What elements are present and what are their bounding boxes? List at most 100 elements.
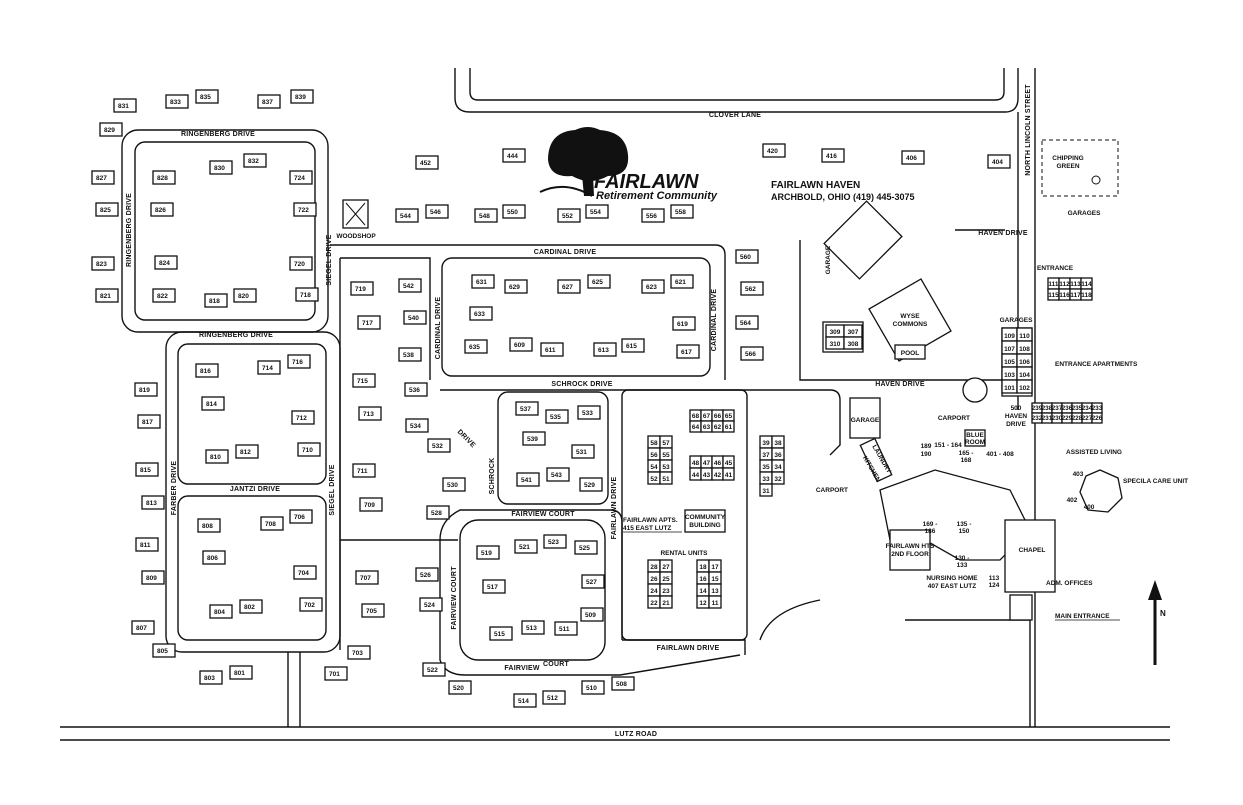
apt-47[interactable]: 47 xyxy=(700,455,713,469)
house-621[interactable]: 621 xyxy=(670,274,694,289)
house-537[interactable]: 537 xyxy=(515,401,539,416)
house-611[interactable]: 611 xyxy=(540,342,564,357)
house-814[interactable]: 814 xyxy=(201,396,225,411)
house-706[interactable]: 706 xyxy=(289,509,313,524)
house-615[interactable]: 615 xyxy=(621,338,645,353)
apt-51[interactable]: 51 xyxy=(659,471,673,485)
house-510[interactable]: 510 xyxy=(581,680,605,695)
house-613[interactable]: 613 xyxy=(593,342,617,357)
house-538[interactable]: 538 xyxy=(398,347,422,362)
house-523[interactable]: 523 xyxy=(543,534,567,549)
entrance-apt-110[interactable]: 110 xyxy=(1016,327,1033,342)
entrance-apt-103[interactable]: 103 xyxy=(1001,366,1018,381)
house-720[interactable]: 720 xyxy=(289,256,313,271)
apt-57[interactable]: 57 xyxy=(659,435,673,449)
house-533[interactable]: 533 xyxy=(577,405,601,420)
house-804[interactable]: 804 xyxy=(209,604,233,619)
house-540[interactable]: 540 xyxy=(403,310,427,325)
house-719[interactable]: 719 xyxy=(350,281,374,296)
apt-56[interactable]: 56 xyxy=(647,447,661,461)
house-823[interactable]: 823 xyxy=(91,256,115,271)
house-802[interactable]: 802 xyxy=(239,599,263,614)
house-815[interactable]: 815 xyxy=(135,462,159,477)
house-522[interactable]: 522 xyxy=(422,662,446,677)
house-530[interactable]: 530 xyxy=(442,477,466,492)
house-705[interactable]: 705 xyxy=(361,603,385,618)
house-544[interactable]: 544 xyxy=(395,208,419,223)
apt-36[interactable]: 36 xyxy=(771,447,785,461)
entrance-apt-106[interactable]: 106 xyxy=(1016,353,1033,368)
entrance-apt-108[interactable]: 108 xyxy=(1016,340,1033,355)
house-813[interactable]: 813 xyxy=(141,495,165,510)
entrance-apt-101[interactable]: 101 xyxy=(1001,379,1018,394)
house-633[interactable]: 633 xyxy=(469,306,493,321)
apt-39[interactable]: 39 xyxy=(759,435,773,449)
house-541[interactable]: 541 xyxy=(516,472,540,487)
house-564[interactable]: 564 xyxy=(735,315,759,330)
rental-11[interactable]: 11 xyxy=(708,595,722,609)
house-832[interactable]: 832 xyxy=(243,153,267,168)
house-716[interactable]: 716 xyxy=(287,354,311,369)
apt-35[interactable]: 35 xyxy=(759,459,773,473)
apt-65[interactable]: 65 xyxy=(722,409,735,422)
garage-unit-113[interactable]: 113 xyxy=(1069,277,1082,290)
house-509[interactable]: 509 xyxy=(580,607,604,622)
house-609[interactable]: 609 xyxy=(509,337,533,352)
house-623[interactable]: 623 xyxy=(641,279,665,294)
house-444[interactable]: 444 xyxy=(502,148,526,163)
house-542[interactable]: 542 xyxy=(398,278,422,293)
garage-unit-111[interactable]: 111 xyxy=(1047,277,1060,290)
house-822[interactable]: 822 xyxy=(152,288,176,303)
house-807[interactable]: 807 xyxy=(131,620,155,635)
apt-43[interactable]: 43 xyxy=(700,467,713,481)
pool[interactable] xyxy=(894,344,926,360)
rental-14[interactable]: 14 xyxy=(696,583,710,597)
apt-38[interactable]: 38 xyxy=(771,435,785,449)
house-803[interactable]: 803 xyxy=(199,670,223,685)
house-536[interactable]: 536 xyxy=(404,382,428,397)
house-631[interactable]: 631 xyxy=(471,274,495,289)
apt-66[interactable]: 66 xyxy=(711,409,724,422)
house-524[interactable]: 524 xyxy=(419,597,443,612)
apt-64[interactable]: 64 xyxy=(689,420,702,433)
rental-21[interactable]: 21 xyxy=(659,595,673,609)
house-619[interactable]: 619 xyxy=(672,316,696,331)
house-625[interactable]: 625 xyxy=(587,274,611,289)
house-514[interactable]: 514 xyxy=(513,693,537,708)
house-829[interactable]: 829 xyxy=(99,122,123,137)
house-617[interactable]: 617 xyxy=(676,344,700,359)
house-835[interactable]: 835 xyxy=(195,89,219,104)
main-entrance-canopy[interactable] xyxy=(1009,594,1033,621)
apt-32[interactable]: 32 xyxy=(771,471,785,485)
house-416[interactable]: 416 xyxy=(821,148,845,163)
garage-unit-117[interactable]: 117 xyxy=(1069,288,1082,301)
apt-37[interactable]: 37 xyxy=(759,447,773,461)
house-548[interactable]: 548 xyxy=(474,208,498,223)
apt-55[interactable]: 55 xyxy=(659,447,673,461)
house-809[interactable]: 809 xyxy=(141,570,165,585)
fairlawn-heights[interactable] xyxy=(889,529,931,571)
apt-41[interactable]: 41 xyxy=(722,467,735,481)
rental-17[interactable]: 17 xyxy=(708,559,722,573)
apt-53[interactable]: 53 xyxy=(659,459,673,473)
house-515[interactable]: 515 xyxy=(489,626,513,641)
house-512[interactable]: 512 xyxy=(542,690,566,705)
rental-16[interactable]: 16 xyxy=(696,571,710,585)
garage-unit-112[interactable]: 112 xyxy=(1058,277,1071,290)
house-452[interactable]: 452 xyxy=(415,155,439,170)
rental-24[interactable]: 24 xyxy=(647,583,661,597)
house-566[interactable]: 566 xyxy=(740,346,764,361)
garage-unit-115[interactable]: 115 xyxy=(1047,288,1060,301)
house-704[interactable]: 704 xyxy=(293,565,317,580)
house-801[interactable]: 801 xyxy=(229,665,253,680)
apt-44[interactable]: 44 xyxy=(689,467,702,481)
house-546[interactable]: 546 xyxy=(425,204,449,219)
house-837[interactable]: 837 xyxy=(257,94,281,109)
house-526[interactable]: 526 xyxy=(415,567,439,582)
house-521[interactable]: 521 xyxy=(514,539,538,554)
apt-46[interactable]: 46 xyxy=(711,455,724,469)
entrance-apt-109[interactable]: 109 xyxy=(1001,327,1018,342)
rental-22[interactable]: 22 xyxy=(647,595,661,609)
garage-unit-114[interactable]: 114 xyxy=(1080,277,1093,290)
haven-wing-north[interactable] xyxy=(823,200,903,280)
